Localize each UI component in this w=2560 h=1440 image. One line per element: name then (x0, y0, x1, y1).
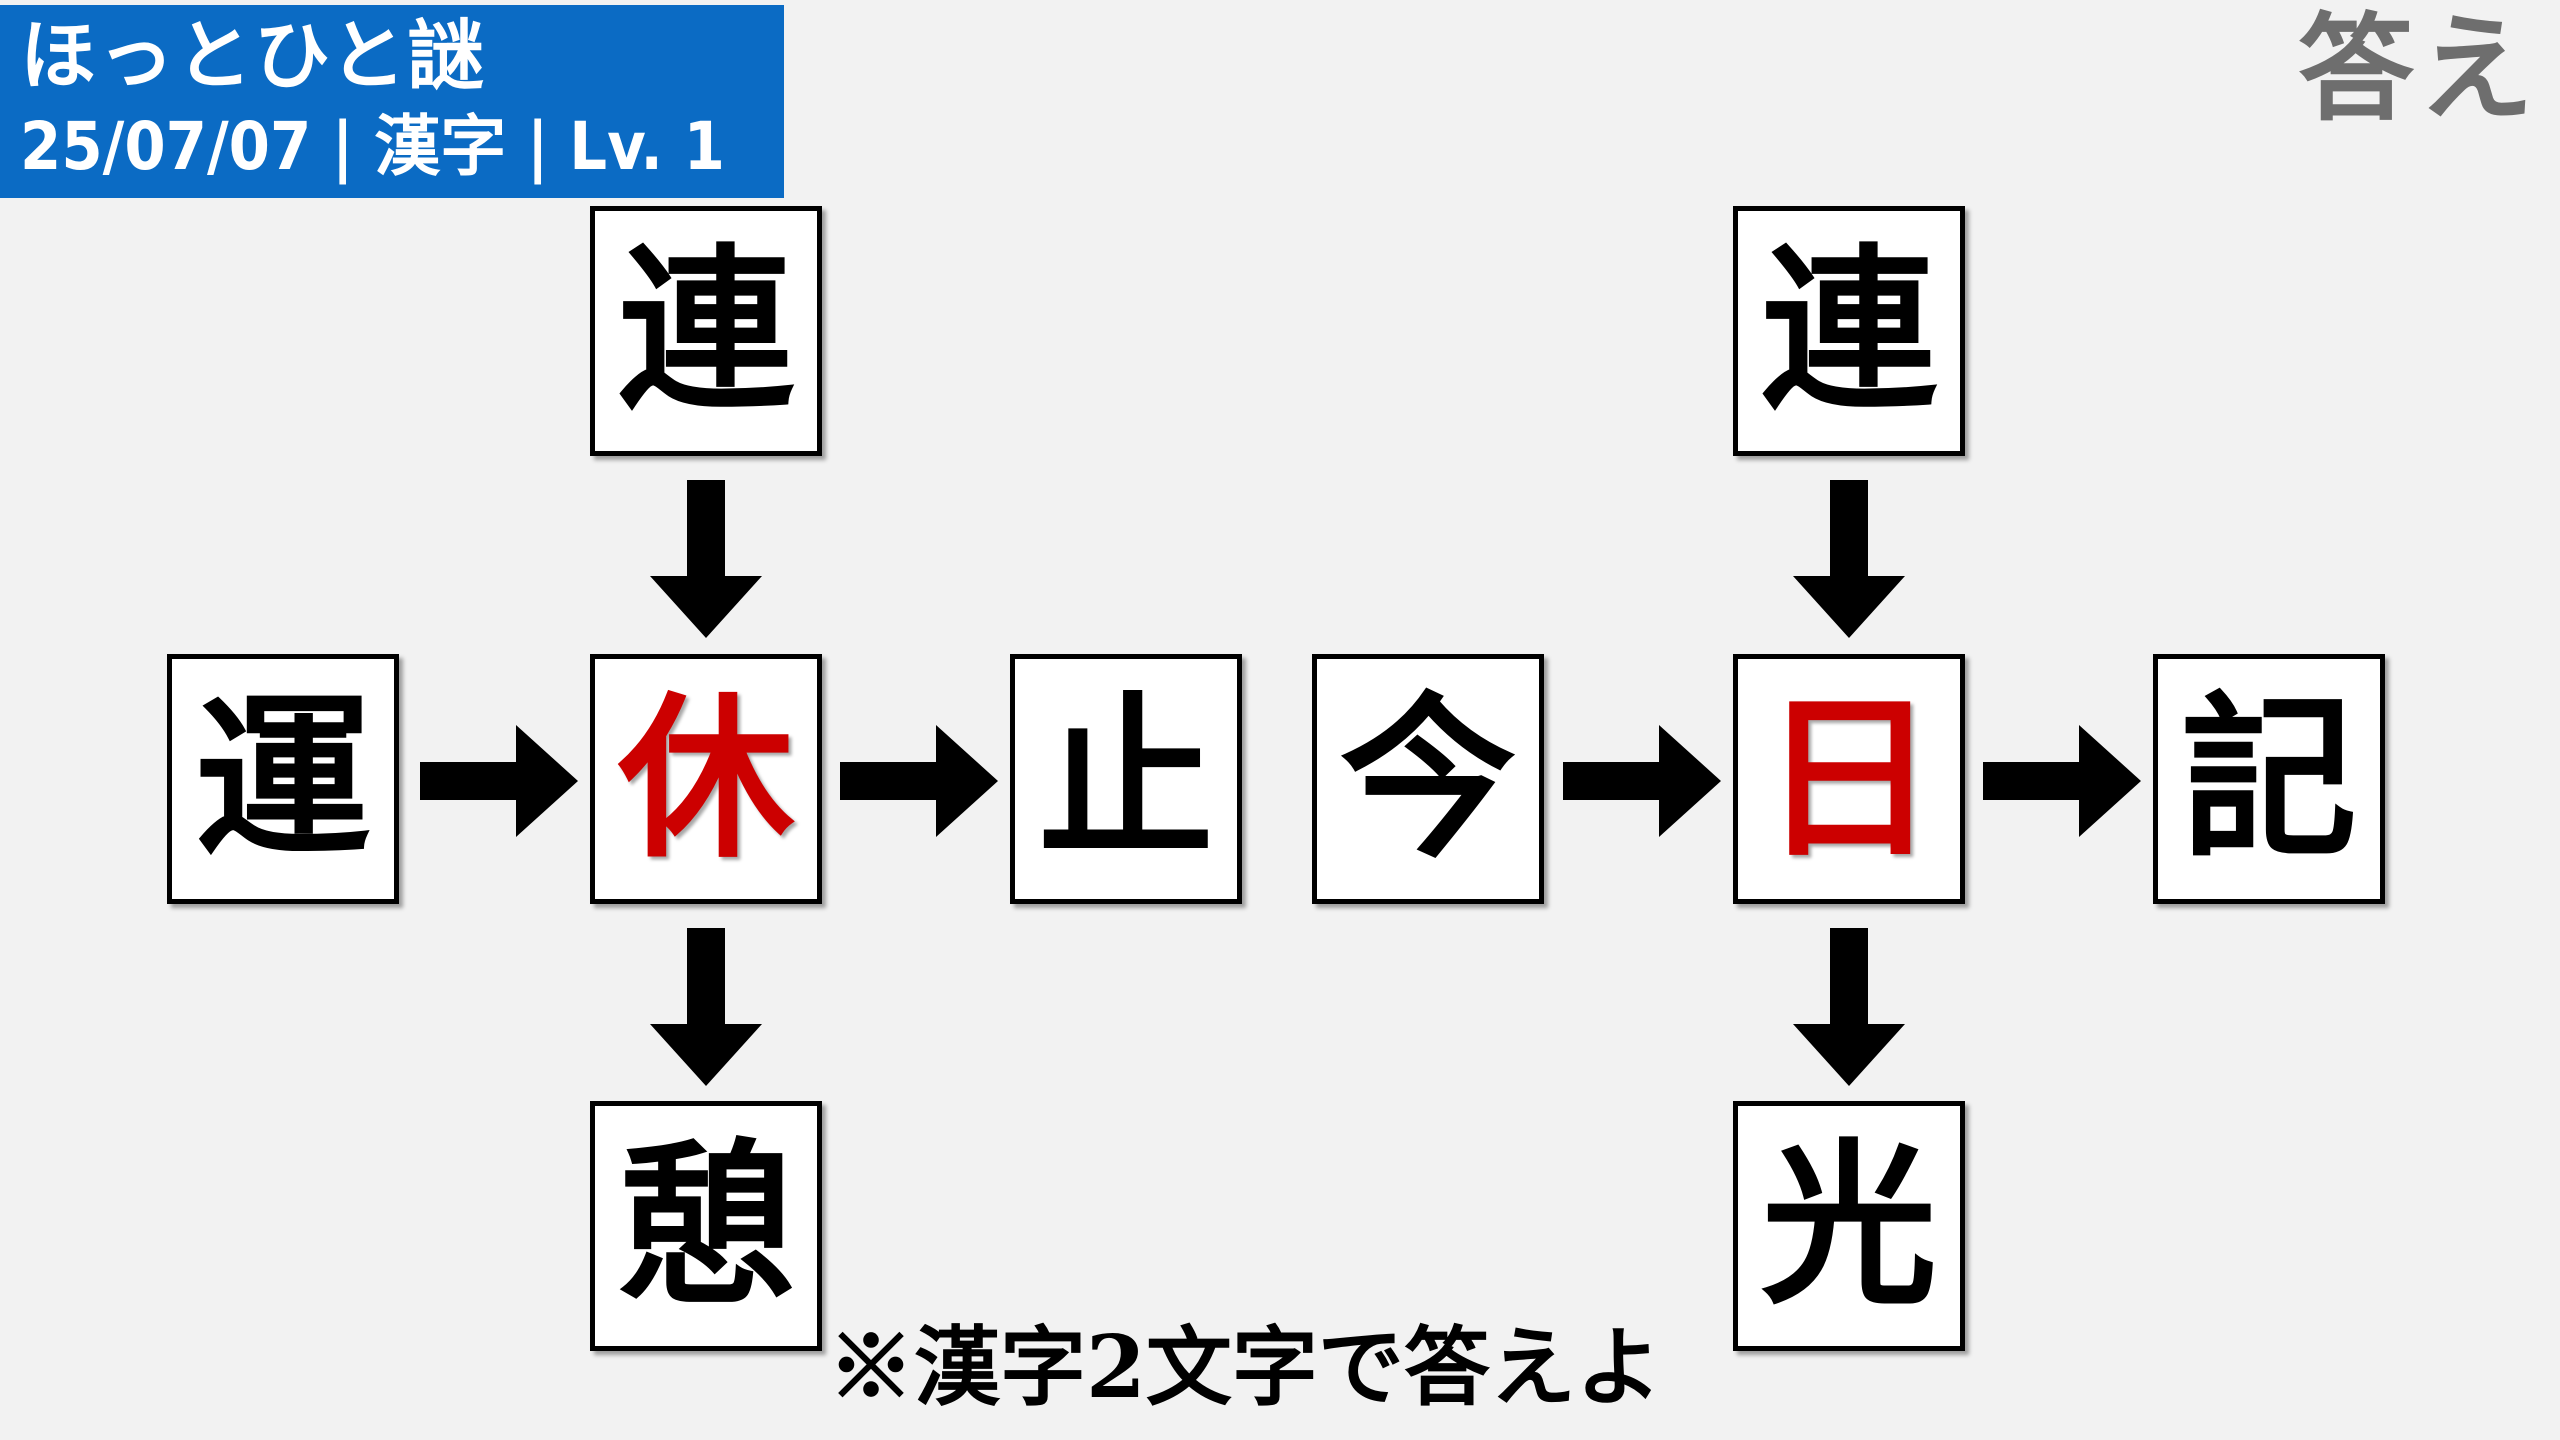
right-right-arrow-out (1983, 725, 2141, 837)
right-bottom-box: 光 (1733, 1101, 1965, 1351)
right-down-arrow-bottom (1793, 928, 1905, 1086)
right-right-box: 記 (2153, 654, 2385, 904)
left-down-arrow-top (650, 480, 762, 638)
header-banner: ほっとひと謎 25/07/07 | 漢字 | Lv. 1 (0, 5, 784, 198)
right-left-char: 今 (1339, 675, 1516, 882)
right-top-box: 連 (1733, 206, 1965, 456)
right-top-char: 連 (1760, 227, 1937, 434)
instruction-note: ※漢字2文字で答えよ (828, 1317, 1662, 1418)
left-down-arrow-bottom (650, 928, 762, 1086)
left-bottom-char: 憩 (617, 1122, 794, 1329)
left-top-char: 連 (617, 227, 794, 434)
right-right-char: 記 (2180, 675, 2357, 882)
left-right-arrow-in (420, 725, 578, 837)
left-center-answer-char: 休 (617, 675, 794, 882)
left-left-char: 運 (194, 675, 371, 882)
left-left-box: 運 (167, 654, 399, 904)
left-bottom-box: 憩 (590, 1101, 822, 1351)
right-bottom-char: 光 (1760, 1122, 1937, 1329)
right-center-answer-char: 日 (1760, 675, 1937, 882)
left-right-arrow-out (840, 725, 998, 837)
left-right-char: 止 (1037, 675, 1214, 882)
right-right-arrow-in (1563, 725, 1721, 837)
right-down-arrow-top (1793, 480, 1905, 638)
right-center-box: 日 (1733, 654, 1965, 904)
left-center-box: 休 (590, 654, 822, 904)
answer-label: 答え (2298, 2, 2538, 137)
right-left-box: 今 (1312, 654, 1544, 904)
left-right-box: 止 (1010, 654, 1242, 904)
left-top-box: 連 (590, 206, 822, 456)
puzzle-info: 25/07/07 | 漢字 | Lv. 1 (20, 108, 725, 185)
puzzle-series-title: ほっとひと謎 (20, 11, 486, 100)
